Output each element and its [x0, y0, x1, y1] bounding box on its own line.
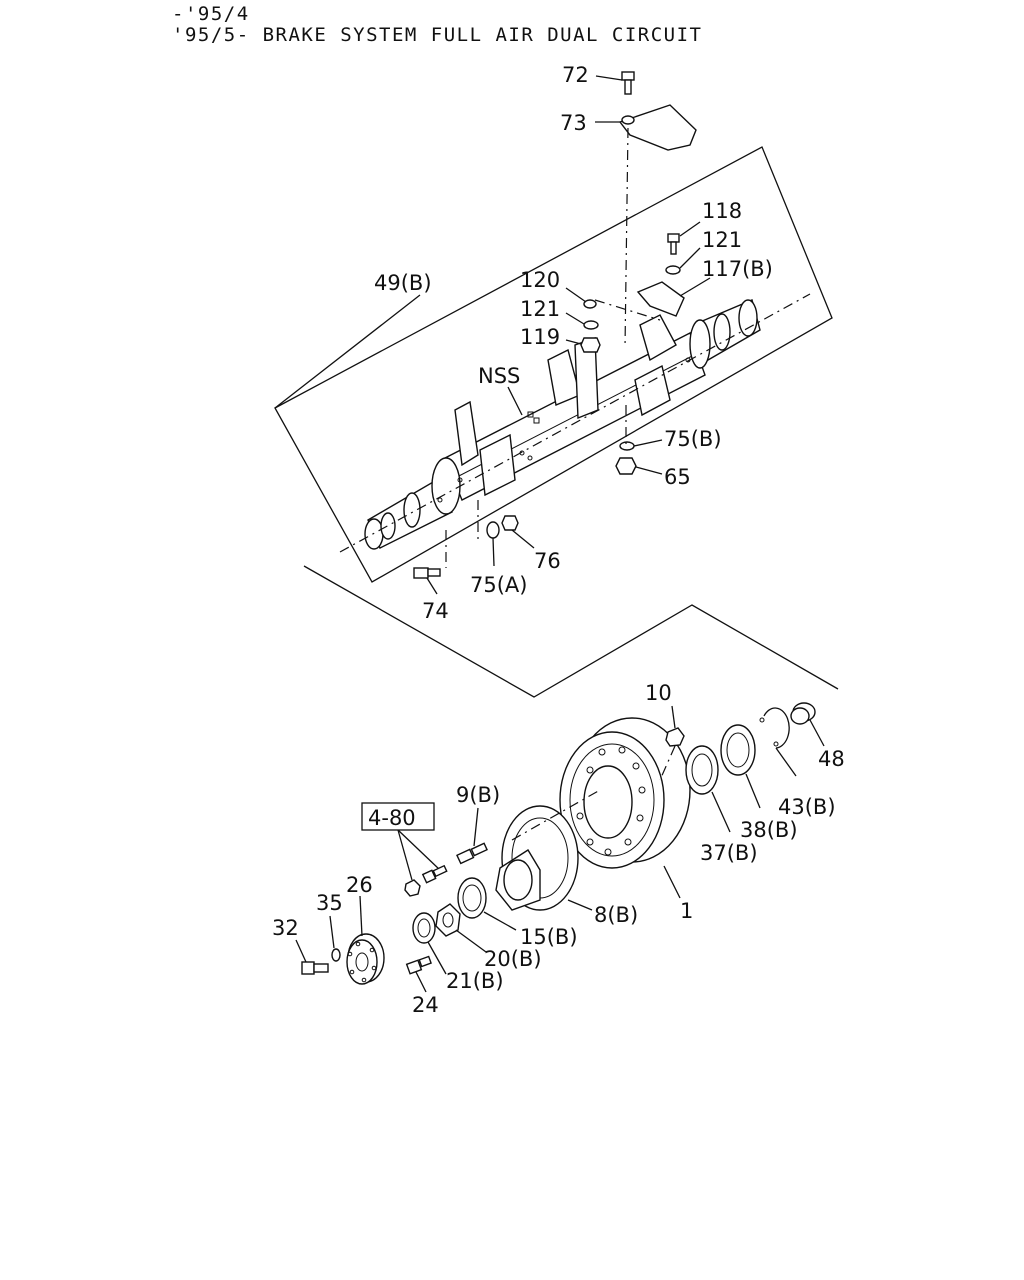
label-43b: 43(B) [778, 795, 836, 819]
part-26-cover [346, 933, 385, 985]
axle-assembly-frame [274, 146, 833, 583]
part-8b-hub [495, 805, 579, 911]
axle-beam [364, 299, 761, 550]
label-9b: 9(B) [456, 783, 500, 807]
part-10-nut [665, 727, 685, 747]
header-line-2: '95/5- BRAKE SYSTEM FULL AIR DUAL CIRCUI… [172, 24, 703, 46]
part-48-cap [790, 702, 816, 725]
part-73-guide [624, 127, 629, 349]
label-37b: 37(B) [700, 841, 758, 865]
label-26: 26 [346, 873, 373, 897]
part-119-nut [580, 337, 601, 353]
part-121-washer-left [583, 320, 599, 330]
part-75b-washer [619, 441, 635, 451]
label-118: 118 [702, 199, 742, 223]
label-8b: 8(B) [594, 903, 638, 927]
part-24-bolt [405, 955, 432, 975]
part-32-bolt [301, 961, 329, 975]
ref-4-80-leader-a [397, 829, 413, 881]
part-121-washer-right [665, 265, 681, 275]
label-ref-4-80: 4-80 [368, 806, 416, 830]
part-120-washer [583, 299, 597, 309]
ref-4-80-nut [404, 879, 421, 897]
label-75a: 75(A) [470, 573, 527, 597]
label-15b: 15(B) [520, 925, 578, 949]
part-21b-lock-washer [412, 912, 436, 944]
part-72-bolt [621, 71, 635, 95]
label-117b: 117(B) [702, 257, 773, 281]
label-65: 65 [664, 465, 691, 489]
label-72: 72 [562, 63, 589, 87]
part-75a-washer [486, 521, 500, 539]
label-75b: 75(B) [664, 427, 722, 451]
label-121-right: 121 [702, 228, 742, 252]
ref-4-80-leader-b [397, 829, 441, 871]
label-38b: 38(B) [740, 818, 798, 842]
part-38b-seal [720, 724, 756, 776]
label-49b: 49(B) [374, 271, 432, 295]
part-65-nut [615, 457, 637, 475]
label-76: 76 [534, 549, 561, 573]
label-32: 32 [272, 916, 299, 940]
header-line-1: -'95/4 [172, 3, 250, 25]
hub-guide [511, 789, 601, 841]
label-20b: 20(B) [484, 947, 542, 971]
label-10: 10 [645, 681, 672, 705]
part-43b-snap-ring [759, 707, 790, 749]
part-37b-bearing [685, 745, 719, 795]
label-121-left: 121 [520, 297, 560, 321]
part-35-washer [331, 948, 341, 962]
part-117b-plate [636, 281, 685, 317]
ref-4-80-bolt [421, 864, 448, 884]
part-15b-bearing [457, 877, 487, 919]
label-48: 48 [818, 747, 845, 771]
label-74: 74 [422, 599, 449, 623]
label-1: 1 [680, 899, 693, 923]
label-21b: 21(B) [446, 969, 504, 993]
part-73-bracket [618, 104, 697, 151]
axle-centerline [339, 293, 811, 553]
diagram-header: -'95/4 '95/5- BRAKE SYSTEM FULL AIR DUAL… [172, 4, 703, 46]
label-nss: NSS [478, 364, 520, 388]
label-119: 119 [520, 325, 560, 349]
label-35: 35 [316, 891, 343, 915]
label-120: 120 [520, 268, 560, 292]
part-76-nut [501, 515, 519, 531]
leader-lines [274, 75, 825, 993]
part-118-bolt [667, 233, 680, 255]
part-1-brake-drum [559, 717, 691, 869]
label-73: 73 [560, 111, 587, 135]
part-9b-stud [456, 842, 488, 865]
axle-lower-frame [303, 565, 839, 698]
part-20b-nut [435, 903, 461, 937]
label-24: 24 [412, 993, 439, 1017]
nut-10-guide [659, 745, 676, 781]
part-74-bolt [413, 567, 441, 579]
